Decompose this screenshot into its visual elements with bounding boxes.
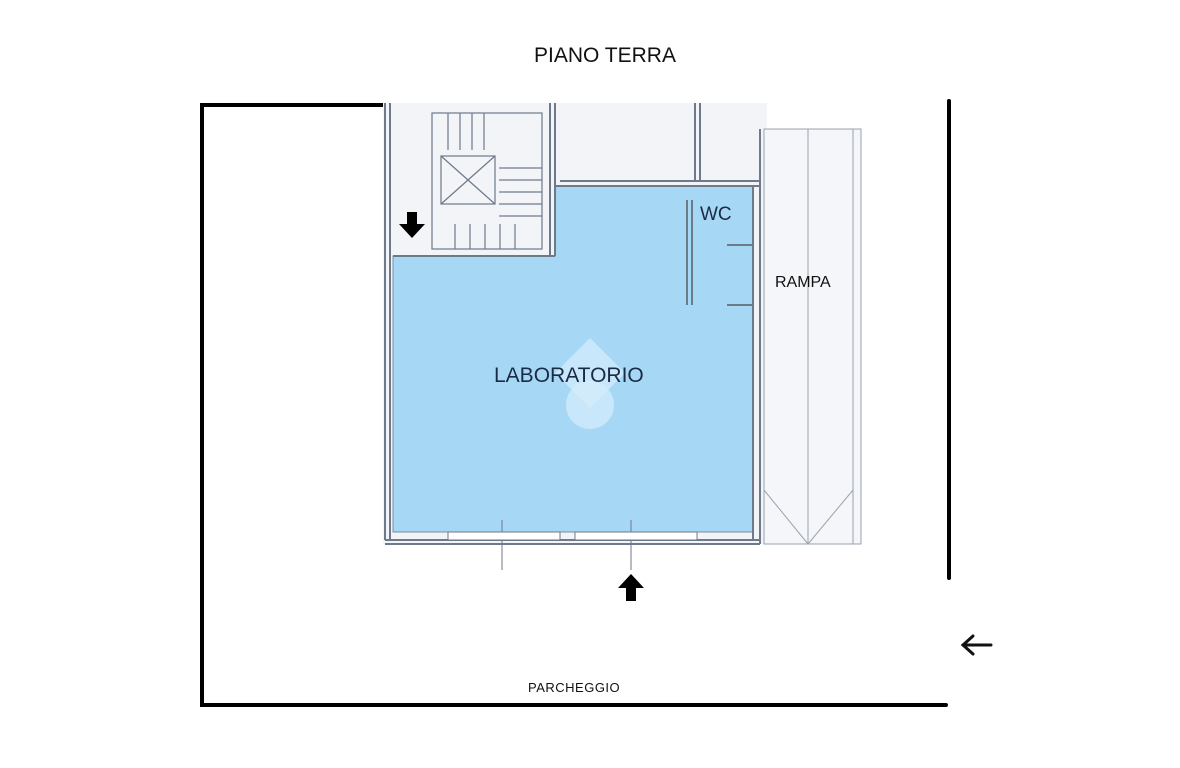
area-label-parcheggio: PARCHEGGIO [528,680,621,695]
site-boundary [200,99,951,707]
walls [384,103,761,545]
stair-core [431,112,543,250]
page-title: PIANO TERRA [534,44,676,67]
room-label-laboratorio: LABORATORIO [494,364,644,387]
arrow-up-icon [618,574,644,601]
room-label-wc: WC [700,204,732,225]
arrow-left-icon [960,634,993,656]
storefront-openings [447,520,698,570]
ramp-area [763,128,862,545]
watermark-logo-icon [555,338,625,429]
ramp-lines [763,129,854,545]
arrow-down-icon [399,212,425,238]
room-label-rampa: RAMPA [775,274,831,291]
